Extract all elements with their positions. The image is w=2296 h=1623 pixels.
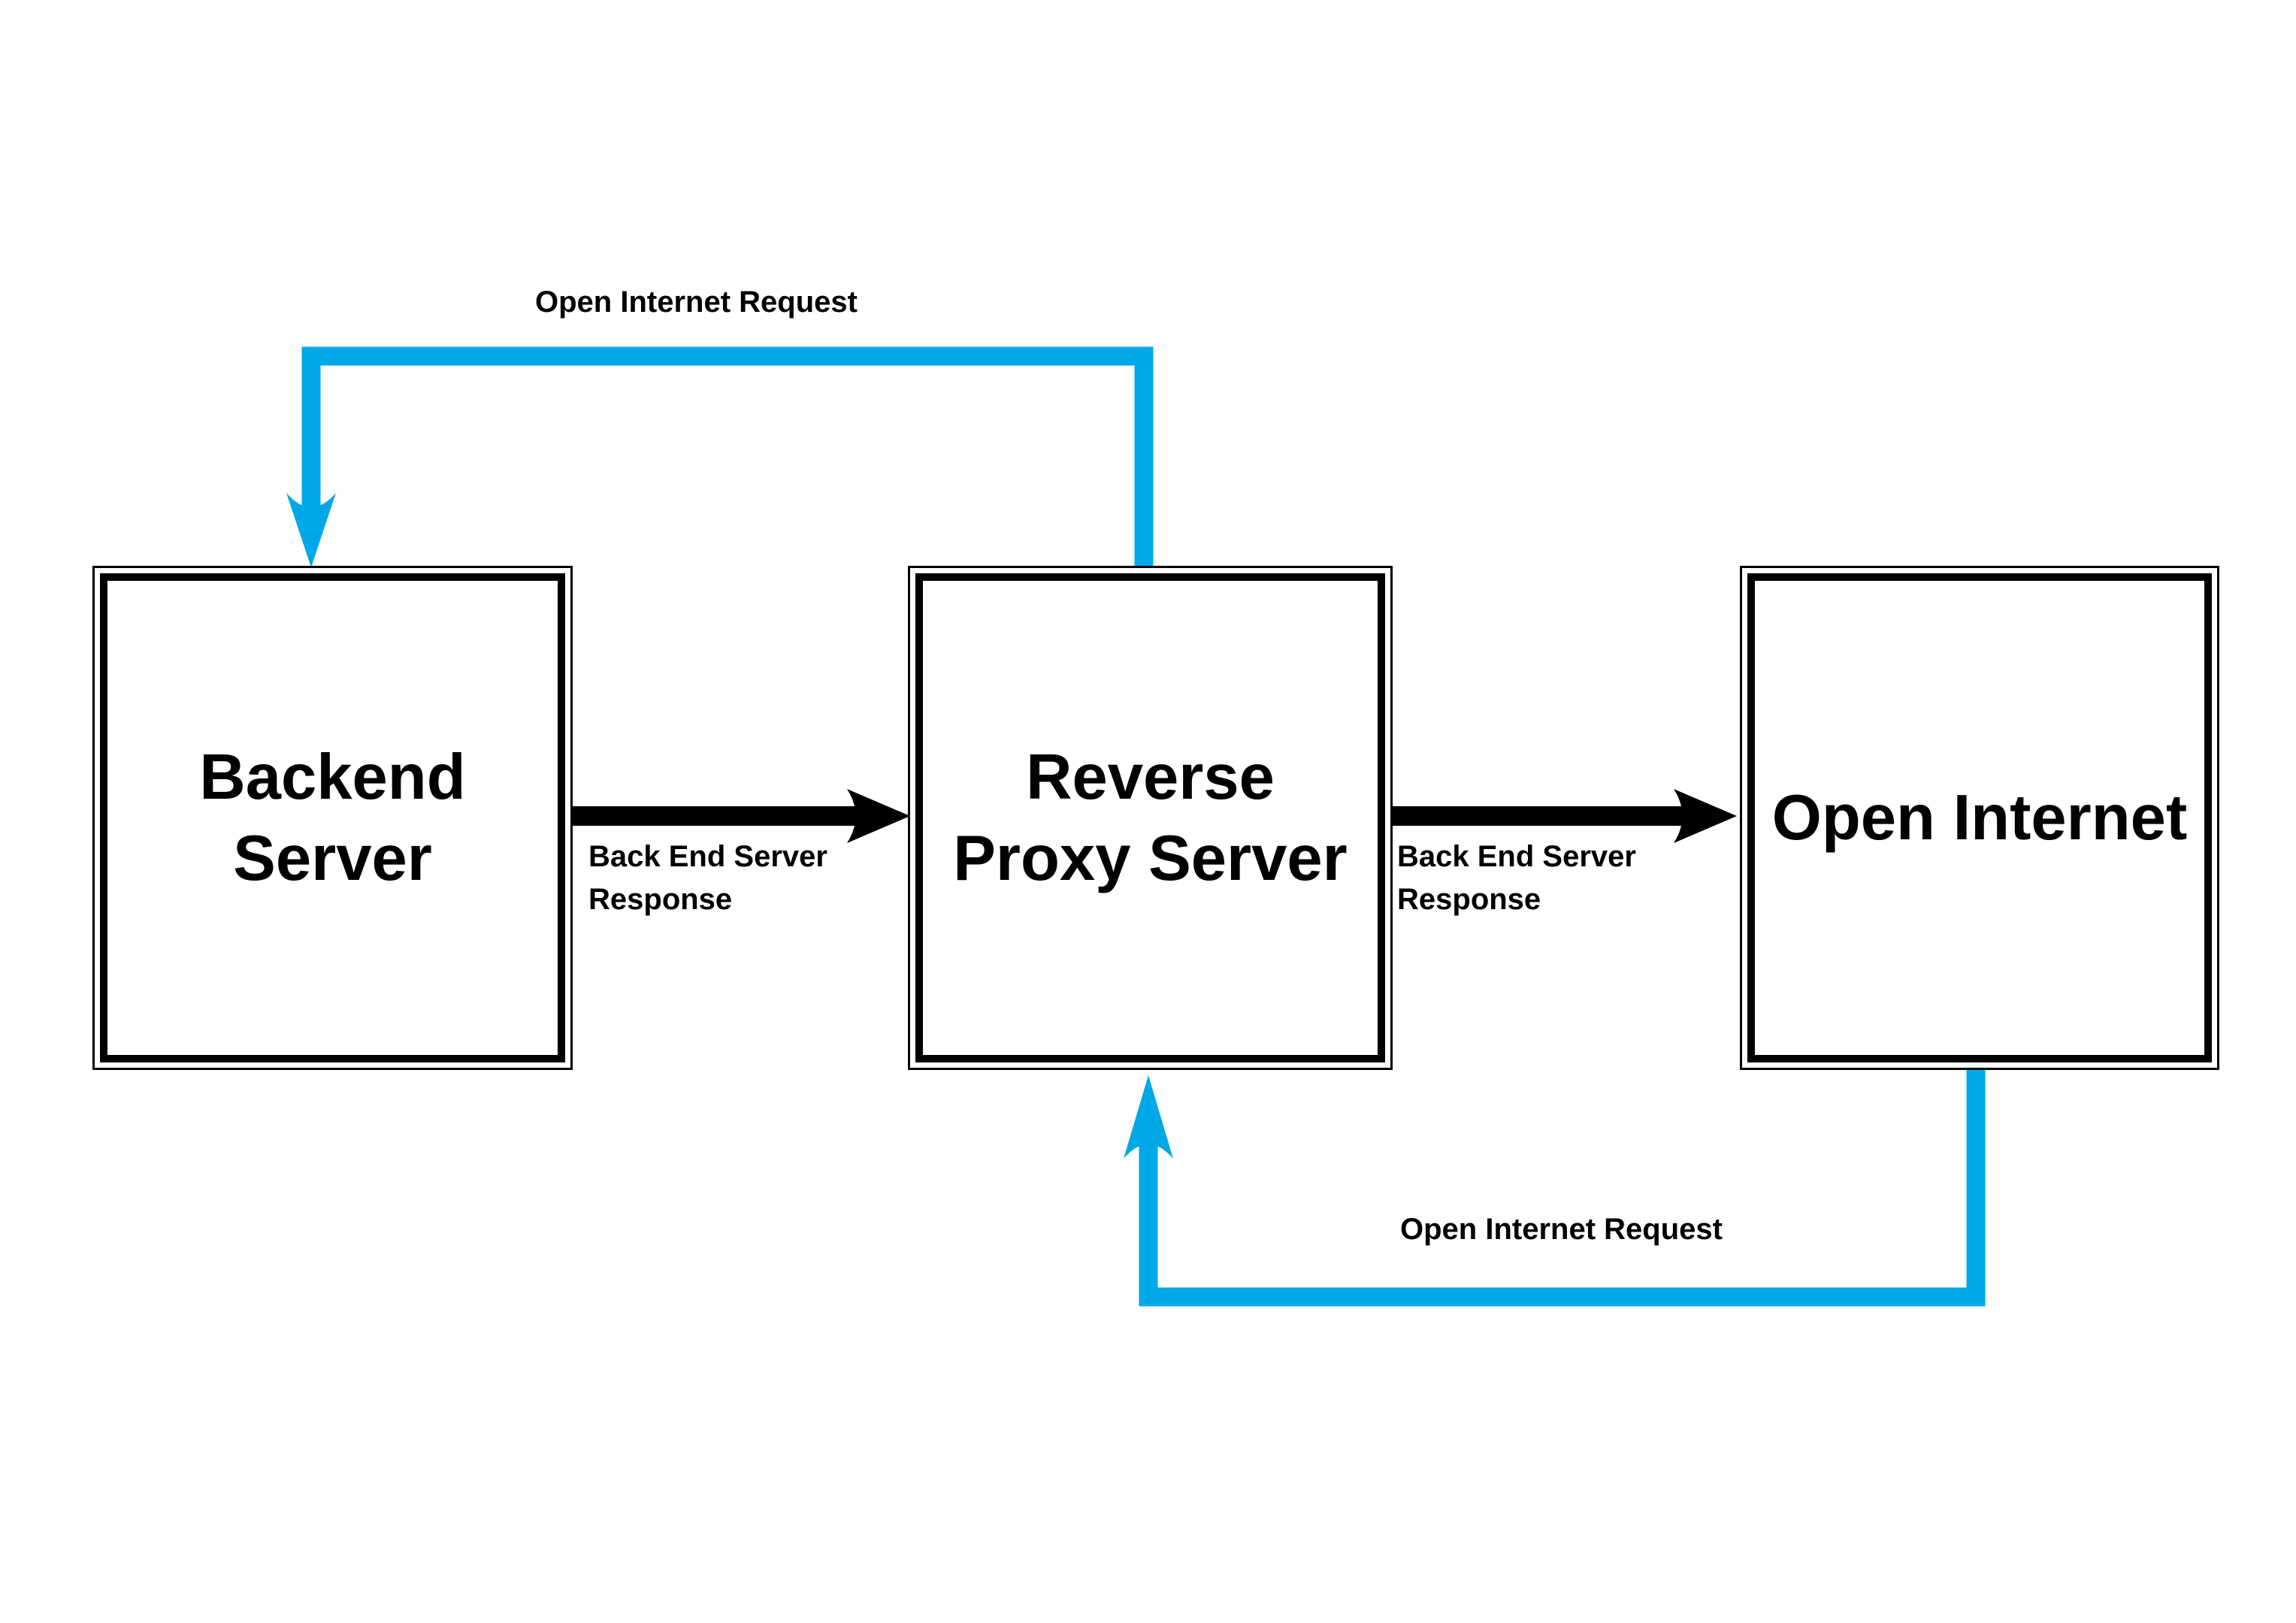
node-open-internet-label: Open Internet	[1772, 778, 2188, 858]
node-open-internet-inner-border: Open Internet	[1747, 573, 2212, 1062]
node-backend-server-label: Backend Server	[199, 737, 465, 898]
label-back-end-server-response-1: Back End Server Response	[588, 836, 827, 921]
request-edge-bottom	[1124, 1070, 1986, 1307]
label-open-internet-request-top: Open Internet Request	[535, 286, 858, 319]
label-back-end-server-response-2: Back End Server Response	[1397, 836, 1636, 921]
node-label-line: Server	[233, 822, 432, 894]
edge-label-line: Back End Server	[588, 840, 827, 873]
node-label-line: Reverse	[1026, 742, 1275, 814]
response-edge-2-arrowhead-icon	[1674, 789, 1737, 843]
node-backend-server-inner-border: Backend Server	[100, 573, 565, 1062]
request-edge-top	[286, 346, 1154, 567]
edge-label-line: Back End Server	[1397, 840, 1636, 873]
node-reverse-proxy-server-label: Reverse Proxy Server	[953, 737, 1348, 898]
label-open-internet-request-bottom: Open Internet Request	[1400, 1213, 1723, 1246]
node-reverse-proxy-server-inner-border: Reverse Proxy Server	[915, 573, 1385, 1062]
node-label-line: Proxy Server	[953, 822, 1348, 894]
edge-label-line: Response	[588, 882, 733, 916]
request-edge-bottom-arrowhead-icon	[1124, 1075, 1173, 1159]
node-backend-server: Backend Server	[92, 566, 573, 1070]
response-edge-1	[570, 789, 910, 843]
response-edge-1-arrowhead-icon	[847, 789, 910, 843]
node-label-line: Open Internet	[1771, 781, 2188, 854]
node-open-internet: Open Internet	[1740, 566, 2219, 1070]
response-edge-2	[1391, 789, 1737, 843]
request-edge-top-arrowhead-icon	[286, 493, 336, 567]
node-label-line: Backend	[199, 742, 466, 814]
edge-label-line: Response	[1397, 882, 1541, 916]
node-reverse-proxy-server: Reverse Proxy Server	[908, 566, 1393, 1070]
request-edge-top-line	[301, 346, 1154, 567]
request-edge-bottom-line	[1139, 1070, 1986, 1307]
